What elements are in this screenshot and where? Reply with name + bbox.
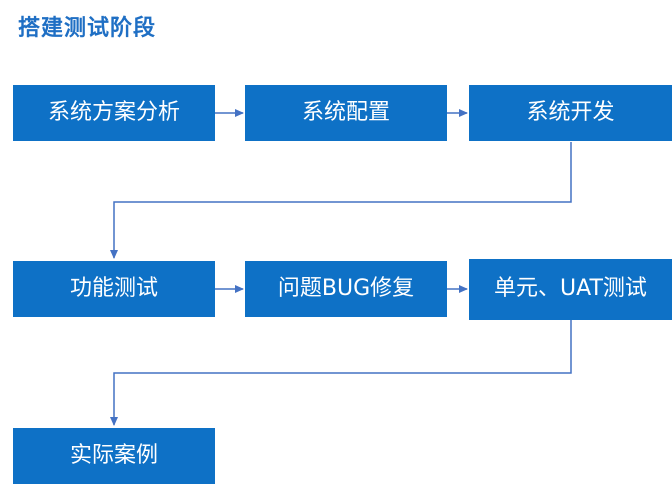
arrow-s3-s4	[110, 142, 572, 259]
step-real-case: 实际案例	[13, 428, 215, 484]
step-bug-fix: 问题BUG修复	[245, 261, 447, 317]
step-system-development: 系统开发	[469, 85, 672, 141]
step-system-config: 系统配置	[245, 85, 447, 141]
step-function-test: 功能测试	[13, 261, 215, 317]
step-system-plan-analysis: 系统方案分析	[13, 85, 215, 141]
step-unit-uat-test: 单元、UAT测试	[469, 259, 672, 320]
arrow-s6-s7	[110, 320, 572, 426]
page-title: 搭建测试阶段	[18, 16, 157, 41]
